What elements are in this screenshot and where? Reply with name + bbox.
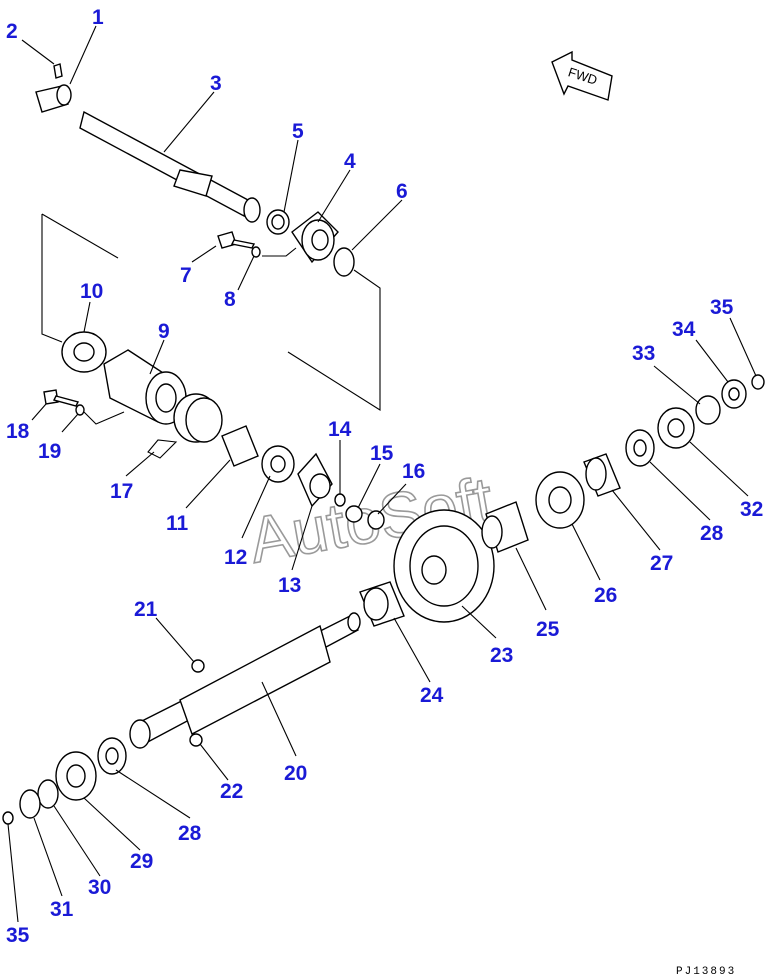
part-34-nut [721, 379, 747, 409]
drawing-code: PJ13893 [676, 966, 736, 978]
label-part-8: 8 [224, 288, 236, 311]
part-12-bearing [261, 445, 295, 483]
fwd-arrow-icon: FWD [551, 50, 613, 101]
label-part-25: 25 [536, 618, 560, 641]
label-part-28-upper: 28 [700, 522, 724, 545]
part-13-pinion [297, 452, 333, 508]
part-30-spacer [37, 779, 59, 809]
label-part-24: 24 [420, 684, 444, 707]
part-27-bearing-race [583, 453, 621, 497]
part-23-bevel-gear [393, 509, 495, 623]
label-part-31: 31 [50, 898, 74, 921]
part-11-collar [221, 425, 259, 467]
part-28-thrust-washer-lower [97, 737, 127, 775]
label-part-23: 23 [490, 644, 513, 667]
label-part-2: 2 [6, 20, 18, 43]
part-6-o-ring [333, 247, 355, 277]
part-16-nut [367, 510, 385, 530]
part-32-bearing [657, 407, 695, 449]
part-1-sleeve [35, 84, 72, 113]
part-35-ring-lower [2, 811, 14, 825]
label-part-14: 14 [328, 418, 352, 441]
part-22-plug [189, 733, 203, 747]
label-part-9: 9 [158, 320, 170, 343]
label-part-7: 7 [180, 264, 192, 287]
part-28-thrust-washer-upper [625, 429, 655, 467]
label-part-32: 32 [740, 498, 763, 521]
part-8-washer [251, 246, 261, 258]
label-part-10: 10 [80, 280, 103, 303]
part-5-ring [266, 209, 290, 235]
label-part-34: 34 [672, 318, 696, 341]
label-part-18: 18 [6, 420, 30, 443]
label-part-28-lower: 28 [178, 822, 202, 845]
part-15-nut [345, 505, 363, 523]
label-part-3: 3 [210, 72, 222, 95]
part-17-shims [173, 393, 223, 443]
label-part-35-lower: 35 [6, 924, 30, 947]
label-part-6: 6 [396, 180, 408, 203]
label-part-30: 30 [88, 876, 111, 899]
part-24-sleeve [359, 581, 405, 627]
label-part-15: 15 [370, 442, 394, 465]
label-part-19: 19 [38, 440, 61, 463]
part-10-bearing [61, 331, 107, 373]
part-20-shaft [129, 612, 361, 749]
label-part-22: 22 [220, 780, 243, 803]
part-29-bearing [55, 751, 97, 801]
part-18-bolt [43, 389, 80, 407]
part-2-pin [53, 63, 63, 79]
part-14-washer [334, 493, 346, 507]
label-part-5: 5 [292, 120, 304, 143]
label-part-33: 33 [632, 342, 655, 365]
label-part-20: 20 [284, 762, 307, 785]
part-35-ring-upper [751, 374, 765, 390]
part-33-lock-washer [695, 395, 721, 425]
label-part-26: 26 [594, 584, 617, 607]
label-part-16: 16 [402, 460, 425, 483]
label-part-17: 17 [110, 480, 133, 503]
part-3-shaft [79, 110, 261, 223]
label-part-27: 27 [650, 552, 673, 575]
part-19-washer [75, 404, 85, 416]
label-part-1: 1 [92, 6, 104, 29]
label-part-35-upper: 35 [710, 296, 734, 319]
label-part-29: 29 [130, 850, 153, 873]
label-part-4: 4 [344, 150, 356, 173]
part-31-snap-ring [19, 789, 41, 819]
part-9-cage [103, 349, 187, 425]
label-part-11: 11 [166, 512, 189, 535]
label-part-21: 21 [134, 598, 158, 621]
part-4-cover [291, 211, 339, 264]
label-part-13: 13 [278, 574, 301, 597]
part-21-plug [191, 659, 205, 673]
label-part-12: 12 [224, 546, 247, 569]
part-7-bolt [217, 231, 256, 249]
part-26-bearing [535, 471, 585, 529]
part-25-collar [481, 501, 529, 553]
